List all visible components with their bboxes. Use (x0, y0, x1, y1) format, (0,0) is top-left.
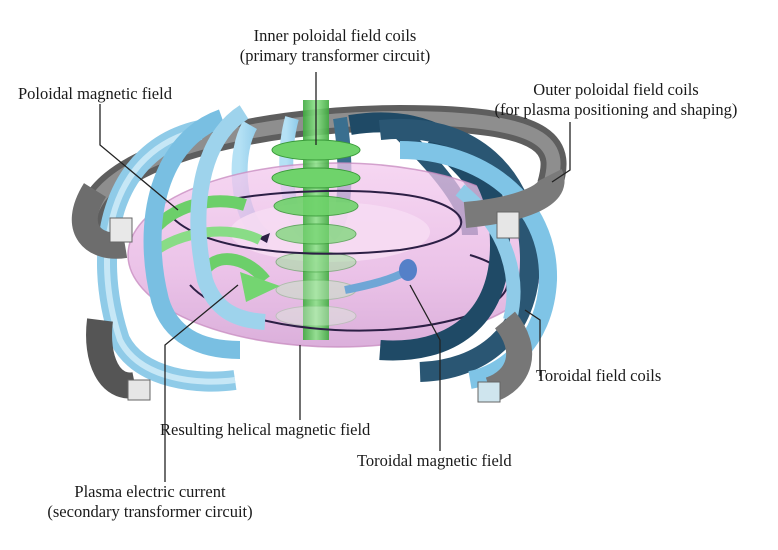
label-inner-line2: (primary transformer circuit) (239, 46, 431, 65)
label-helical-field: Resulting helical magnetic field (160, 420, 370, 440)
label-outer-poloidal-coils: Outer poloidal field coils (for plasma p… (466, 80, 766, 120)
label-poloidal-line1: Poloidal magnetic field (18, 84, 172, 103)
label-helical-line1: Resulting helical magnetic field (160, 420, 371, 439)
label-inner-line1: Inner poloidal field coils (253, 26, 417, 45)
label-toroidal-coils: Toroidal field coils (536, 366, 661, 386)
label-plasma-current: Plasma electric current (secondary trans… (0, 482, 300, 522)
label-poloidal-field: Poloidal magnetic field (18, 84, 172, 104)
label-inner-poloidal-coils: Inner poloidal field coils (primary tran… (205, 26, 465, 66)
label-outer-line2: (for plasma positioning and shaping) (494, 100, 738, 119)
leader-poloidal-field (99, 104, 179, 211)
label-plasma-line1: Plasma electric current (74, 482, 226, 501)
label-toroidal-coils-line1: Toroidal field coils (536, 366, 662, 385)
label-plasma-line2: (secondary transformer circuit) (47, 502, 253, 521)
toroidal-coils-front-left (97, 105, 266, 392)
label-toroidal-field: Toroidal magnetic field (357, 451, 512, 471)
leader-lines (99, 72, 571, 482)
leader-outer-coils (551, 122, 571, 183)
field-arrow-helical (258, 233, 270, 243)
leader-toroidal-coils (524, 309, 541, 376)
label-toroidal-field-line1: Toroidal magnetic field (357, 451, 512, 470)
label-outer-line1: Outer poloidal field coils (533, 80, 699, 99)
leader-plasma-current (164, 284, 239, 482)
toroidal-field-arrow (344, 259, 417, 294)
leader-toroidal-field (409, 284, 441, 451)
outer-poloidal-coil-bars (71, 169, 565, 403)
